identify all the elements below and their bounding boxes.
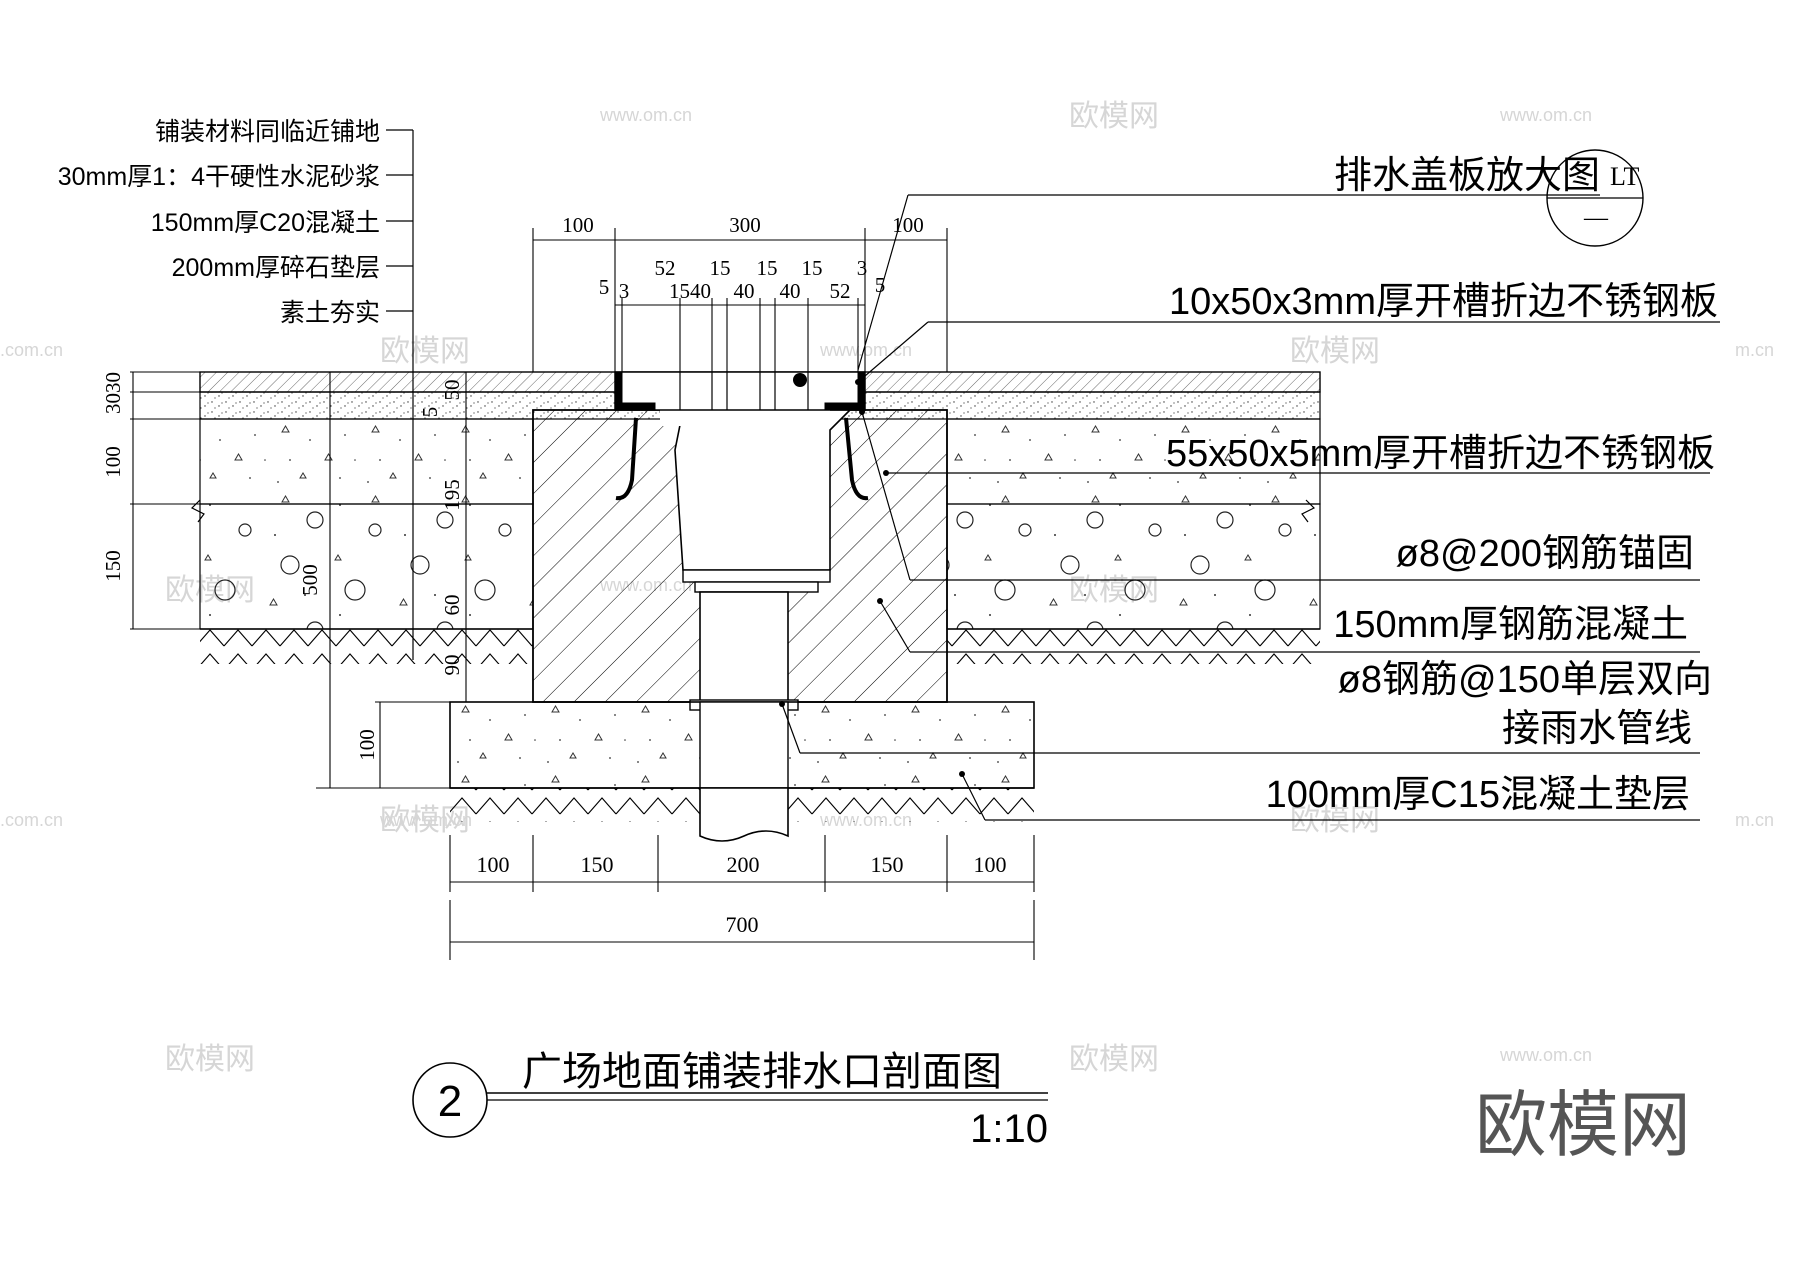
dim-text: 40 bbox=[780, 279, 801, 303]
dim-text: 300 bbox=[729, 213, 761, 237]
layer-label: 150mm厚C20混凝土 bbox=[151, 209, 380, 237]
brand-logo: 欧模网 bbox=[1475, 1086, 1691, 1166]
watermark-text: 欧模网 bbox=[380, 335, 470, 368]
watermark-text: 欧模网 bbox=[1069, 1043, 1159, 1076]
drain-chamber bbox=[674, 409, 852, 571]
dim-text: 100 bbox=[101, 446, 125, 478]
dim-text: 90 bbox=[440, 655, 464, 676]
dim-text: 100 bbox=[355, 729, 379, 761]
component-label: 100mm厚C15混凝土垫层 bbox=[1266, 774, 1690, 816]
dim-text: 700 bbox=[726, 912, 759, 937]
dim-text: 1540 bbox=[669, 279, 711, 303]
steel-angle-right bbox=[824, 372, 866, 411]
dim-text: 150 bbox=[101, 550, 125, 582]
title-text: 广场地面铺装排水口剖面图 bbox=[522, 1050, 1002, 1094]
component-label: 10x50x3mm厚开槽折边不锈钢板 bbox=[1169, 281, 1718, 323]
callout-code: LT bbox=[1610, 162, 1639, 191]
right-component-labels: 排水盖板放大图 10x50x3mm厚开槽折边不锈钢板 55x50x5mm厚开槽折… bbox=[1166, 155, 1718, 816]
drawing-title-block: 2 广场地面铺装排水口剖面图 1:10 bbox=[412, 1050, 1048, 1151]
trench-structure bbox=[440, 371, 1035, 842]
dim-text: 40 bbox=[734, 279, 755, 303]
gravel-layer-right bbox=[946, 503, 1321, 630]
callout-sub: — bbox=[1583, 205, 1609, 231]
dim-text: 52 bbox=[655, 256, 676, 280]
dim-text: 3 bbox=[619, 279, 630, 303]
dim-text: 15 bbox=[757, 256, 778, 280]
anchor-bar-left bbox=[615, 417, 638, 501]
dim-text: 15 bbox=[710, 256, 731, 280]
dim-text: 5 bbox=[599, 275, 610, 299]
dim-text: 3030 bbox=[101, 372, 125, 414]
dim-text: 150 bbox=[871, 852, 904, 877]
component-label: ø8@200钢筋锚固 bbox=[1396, 533, 1694, 575]
dim-text: 150 bbox=[581, 852, 614, 877]
dim-text: 200 bbox=[727, 852, 760, 877]
soil-layer-left bbox=[200, 629, 533, 664]
gravel-layer-left bbox=[199, 503, 534, 630]
dim-text: 100 bbox=[477, 852, 510, 877]
layer-label: 30mm厚1：4干硬性水泥砂浆 bbox=[58, 163, 380, 191]
watermark-url: www.om.cn bbox=[379, 810, 472, 830]
dim-text: 5 bbox=[875, 273, 886, 297]
left-dimension-texts: 3030 5 50 100 195 150 500 60 90 100 bbox=[101, 372, 464, 761]
anchor-bar-right bbox=[844, 417, 869, 501]
dim-text: 5 bbox=[418, 407, 442, 418]
concrete-layer-left bbox=[199, 418, 534, 505]
top-dimension-lines bbox=[532, 228, 948, 372]
soil-layer-right bbox=[947, 629, 1320, 664]
watermark-text: 欧模网 bbox=[165, 1043, 255, 1076]
layer-label: 素土夯实 bbox=[280, 299, 380, 327]
dim-text: 195 bbox=[440, 479, 464, 511]
steel-angle-left bbox=[614, 372, 656, 411]
watermark-text: 欧模网 bbox=[1290, 335, 1380, 368]
component-label: 55x50x5mm厚开槽折边不锈钢板 bbox=[1166, 433, 1715, 475]
watermark-url: www.om.cn bbox=[1499, 1045, 1592, 1065]
title-scale: 1:10 bbox=[970, 1107, 1048, 1151]
title-number: 2 bbox=[438, 1077, 462, 1126]
bottom-dimension-texts: 100 150 200 150 100 700 bbox=[477, 852, 1007, 937]
watermark-url: www.om.cn bbox=[599, 105, 692, 125]
dim-text: 100 bbox=[892, 213, 924, 237]
watermark-url: www.om.cn bbox=[1499, 105, 1592, 125]
leader-lines bbox=[386, 129, 1720, 821]
dim-text: 52 bbox=[830, 279, 851, 303]
dim-text: 15 bbox=[802, 256, 823, 280]
component-label: ø8钢筋@150单层双向 bbox=[1338, 659, 1712, 701]
watermark-url: .com.cn bbox=[0, 810, 63, 830]
dim-text: 100 bbox=[974, 852, 1007, 877]
watermark-text: 欧模网 bbox=[1069, 100, 1159, 133]
rainwater-pipe bbox=[699, 591, 789, 705]
watermark-url: m.cn bbox=[1735, 340, 1774, 360]
left-layer-labels: 铺装材料同临近铺地 30mm厚1：4干硬性水泥砂浆 150mm厚C20混凝土 2… bbox=[58, 118, 380, 327]
left-dimension-lines bbox=[130, 371, 467, 789]
component-label: 接雨水管线 bbox=[1502, 708, 1692, 750]
dim-text: 500 bbox=[298, 564, 322, 596]
detail-callout-marker: LT — bbox=[1546, 149, 1644, 247]
callout-title: 排水盖板放大图 bbox=[1334, 155, 1600, 197]
layer-label: 200mm厚碎石垫层 bbox=[172, 254, 380, 282]
bottom-dimension-lines bbox=[449, 835, 1035, 960]
dim-text: 100 bbox=[562, 213, 594, 237]
component-label: 150mm厚钢筋混凝土 bbox=[1333, 604, 1688, 646]
watermark-url: .com.cn bbox=[0, 340, 63, 360]
top-dimension-texts: 100 300 100 52 15 15 15 3 5 3 1540 40 40… bbox=[562, 213, 924, 303]
layer-label: 铺装材料同临近铺地 bbox=[155, 118, 380, 146]
watermark-url: m.cn bbox=[1735, 810, 1774, 830]
dim-text: 3 bbox=[857, 256, 868, 280]
dim-text: 60 bbox=[440, 595, 464, 616]
dim-text: 50 bbox=[440, 380, 464, 401]
